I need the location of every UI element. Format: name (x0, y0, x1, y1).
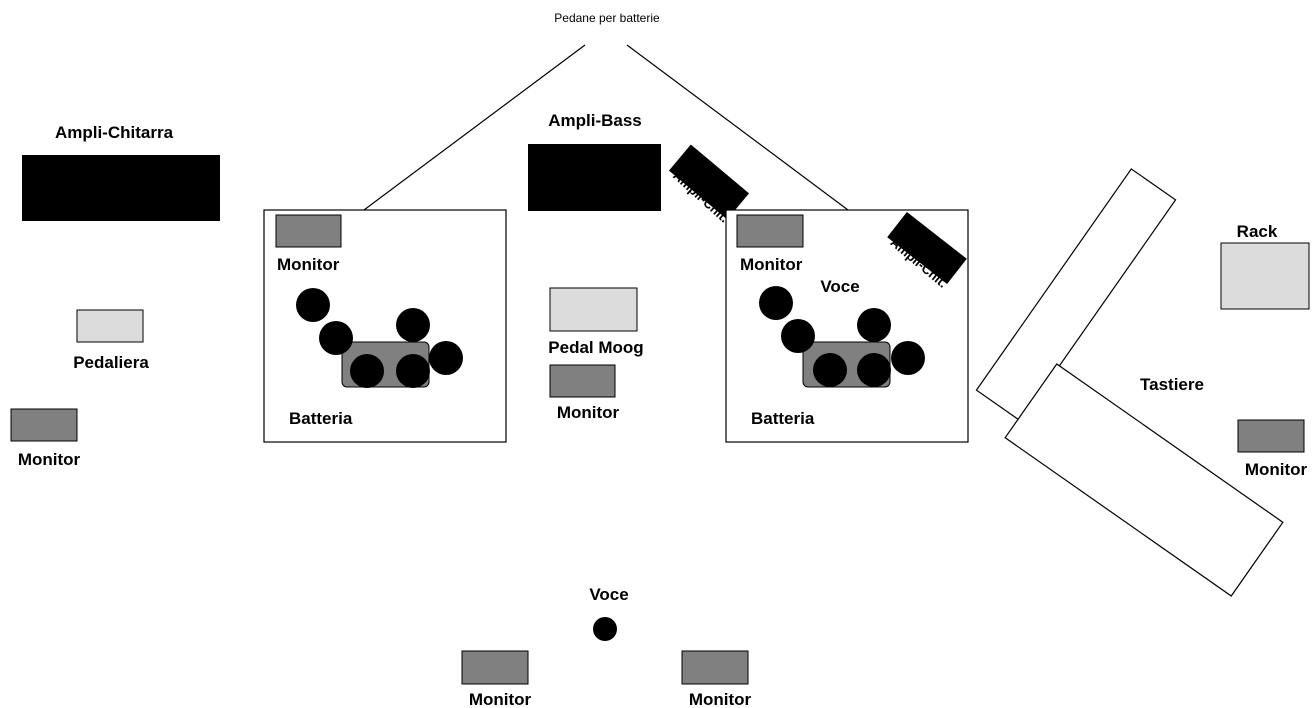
riser-line-left (363, 44, 586, 211)
tastiera-upper (975, 168, 1177, 422)
drum-right-2 (781, 319, 815, 353)
ampli-bass-label: Ampli-Bass (548, 111, 642, 130)
riser-line-right (626, 44, 849, 211)
voce-front-mic (593, 617, 617, 641)
drum-left-6 (396, 354, 430, 388)
tastiere-label: Tastiere (1140, 375, 1204, 394)
monitor-right-drum-label: Monitor (740, 255, 803, 274)
drum-left-4 (429, 341, 463, 375)
monitor-front-right (681, 650, 749, 685)
monitor-front-right-label: Monitor (689, 690, 752, 708)
ampli-chitarra (22, 155, 220, 221)
monitor-left-drum-label: Monitor (277, 255, 340, 274)
drum-right-4 (891, 341, 925, 375)
monitor-far-left-label: Monitor (18, 450, 81, 469)
monitor-right-drum (736, 214, 804, 248)
ampli-chit-center (668, 144, 750, 220)
drum-left-5 (350, 354, 384, 388)
riser-caption: Pedane per batterie (554, 11, 660, 25)
monitor-front-left (461, 650, 529, 685)
monitor-far-right (1237, 419, 1305, 453)
drum-right-5 (813, 353, 847, 387)
drum-riser-left (263, 209, 507, 443)
monitor-center-label: Monitor (557, 403, 620, 422)
rack-label: Rack (1237, 222, 1278, 241)
monitor-far-right-label: Monitor (1245, 460, 1308, 479)
drum-right-6 (857, 353, 891, 387)
monitor-center (549, 364, 616, 398)
voce-front-label: Voce (589, 585, 628, 604)
pedaliera-label: Pedaliera (73, 353, 149, 372)
monitor-front-left-label: Monitor (469, 690, 532, 708)
pedaliera (76, 309, 144, 343)
rack (1220, 242, 1310, 310)
drum-right-3 (857, 308, 891, 342)
drum-left-1 (296, 288, 330, 322)
ampli-chit-right (887, 211, 967, 285)
voce-drum-right-label: Voce (820, 277, 859, 296)
ampli-chitarra-label: Ampli-Chitarra (55, 123, 174, 142)
pedal-moog-label: Pedal Moog (548, 338, 643, 357)
drum-left-2 (319, 321, 353, 355)
tastiera-lower (1004, 363, 1284, 597)
drum-right-1 (759, 286, 793, 320)
batteria-right-label: Batteria (751, 409, 815, 428)
monitor-left-drum (275, 214, 342, 248)
monitor-far-left (10, 408, 78, 442)
batteria-left-label: Batteria (289, 409, 353, 428)
drum-left-3 (396, 308, 430, 342)
ampli-bass (528, 144, 661, 211)
pedal-moog (549, 287, 638, 332)
